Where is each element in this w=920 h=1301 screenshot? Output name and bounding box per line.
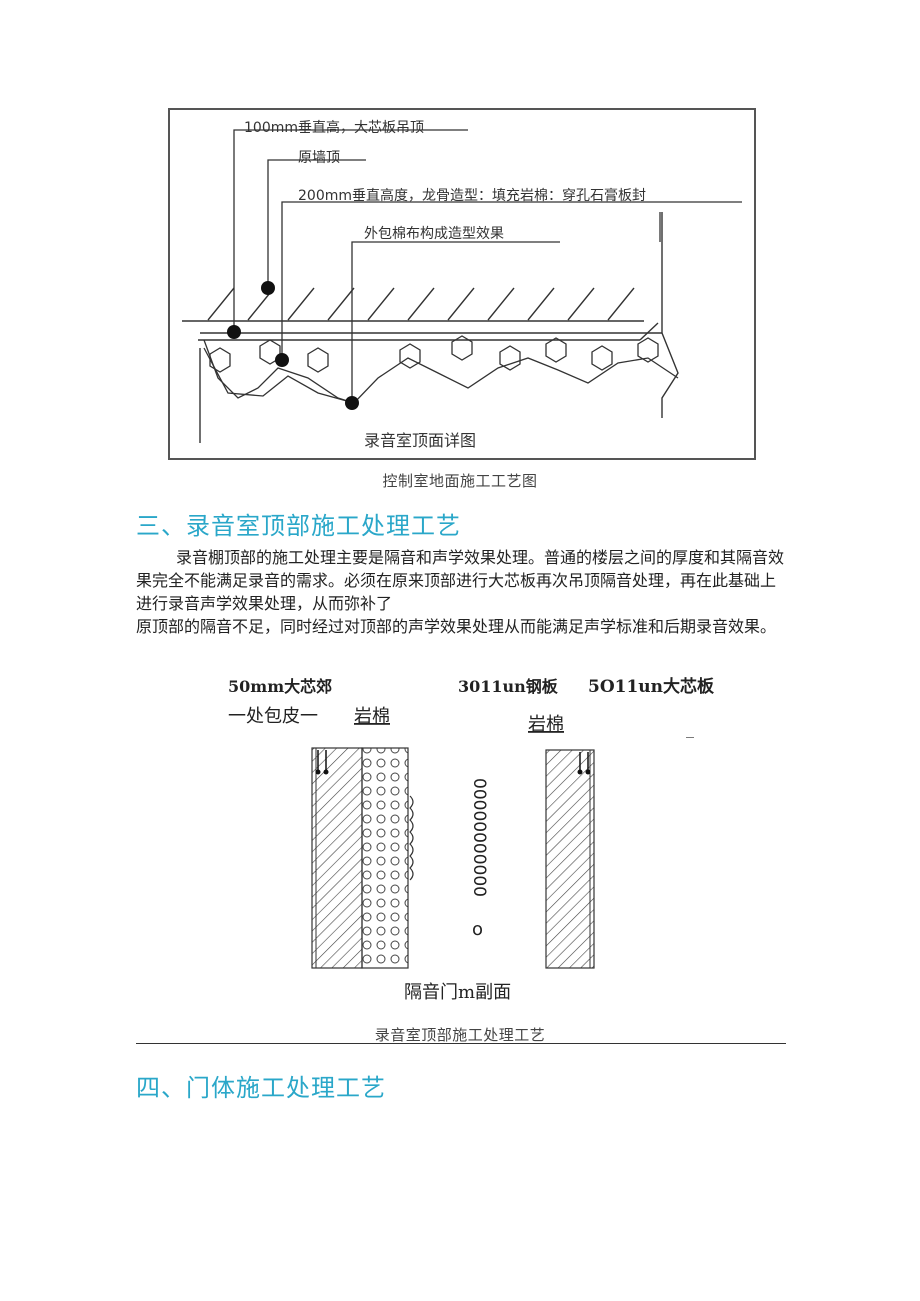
zeros-column: 00000000000 xyxy=(469,778,489,897)
section3-paragraph-2: 原顶部的隔音不足，同时经过对顶部的声学效果处理从而能满足声学标准和后期录音效果。 xyxy=(136,617,777,636)
label-dash: _ xyxy=(686,719,694,738)
label-cotton-wrap: 外包棉布构成造型效果 xyxy=(364,225,504,242)
label-rockwool-right: 岩棉 xyxy=(528,714,564,735)
label-rockwool-left: 岩棉 xyxy=(354,706,390,727)
label-original-ceiling: 原墙顶 xyxy=(298,150,340,166)
label-wrap: 一处包皮一 xyxy=(228,706,318,727)
small-circle: o xyxy=(472,919,483,940)
label-plywood-ceiling: 100mm垂直高，大芯板吊顶 xyxy=(244,119,424,136)
label-plywood-board: 5O11un大芯板 xyxy=(588,676,715,697)
divider xyxy=(136,1043,786,1044)
label-steel-plate: 3011un钢板 xyxy=(458,677,559,696)
label-50mm-plywood: 50mm大芯郊 xyxy=(228,677,332,696)
figure1-caption: 控制室地面施工工艺图 xyxy=(382,472,538,490)
section3-body: 录音棚顶部的施工处理主要是隔音和声学效果处理。普通的楼层之间的厚度和其隔音效果完… xyxy=(136,546,786,638)
section3-heading: 三、录音室顶部施工处理工艺 xyxy=(136,512,461,540)
label-keel-rockwool: 200mm垂直高度，龙骨造型：填充岩棉：穿孔石膏板封 xyxy=(298,187,646,204)
figure2-caption: 录音室顶部施工处理工艺 xyxy=(374,1026,546,1044)
door-section-label: 隔音门m副面 xyxy=(404,982,511,1003)
ceiling-detail-diagram: 100mm垂直高，大芯板吊顶 原墙顶 200mm垂直高度，龙骨造型：填充岩棉：穿… xyxy=(168,108,756,460)
section3-paragraph-1: 录音棚顶部的施工处理主要是隔音和声学效果处理。普通的楼层之间的厚度和其隔音效果完… xyxy=(136,548,785,613)
section4-heading: 四、门体施工处理工艺 xyxy=(136,1074,386,1102)
door-section-diagram: 50mm大芯郊 3011un钢板 5O11un大芯板 一处包皮一 岩棉 岩棉 _… xyxy=(228,676,715,1003)
inner-title: 录音室顶面详图 xyxy=(364,431,476,450)
